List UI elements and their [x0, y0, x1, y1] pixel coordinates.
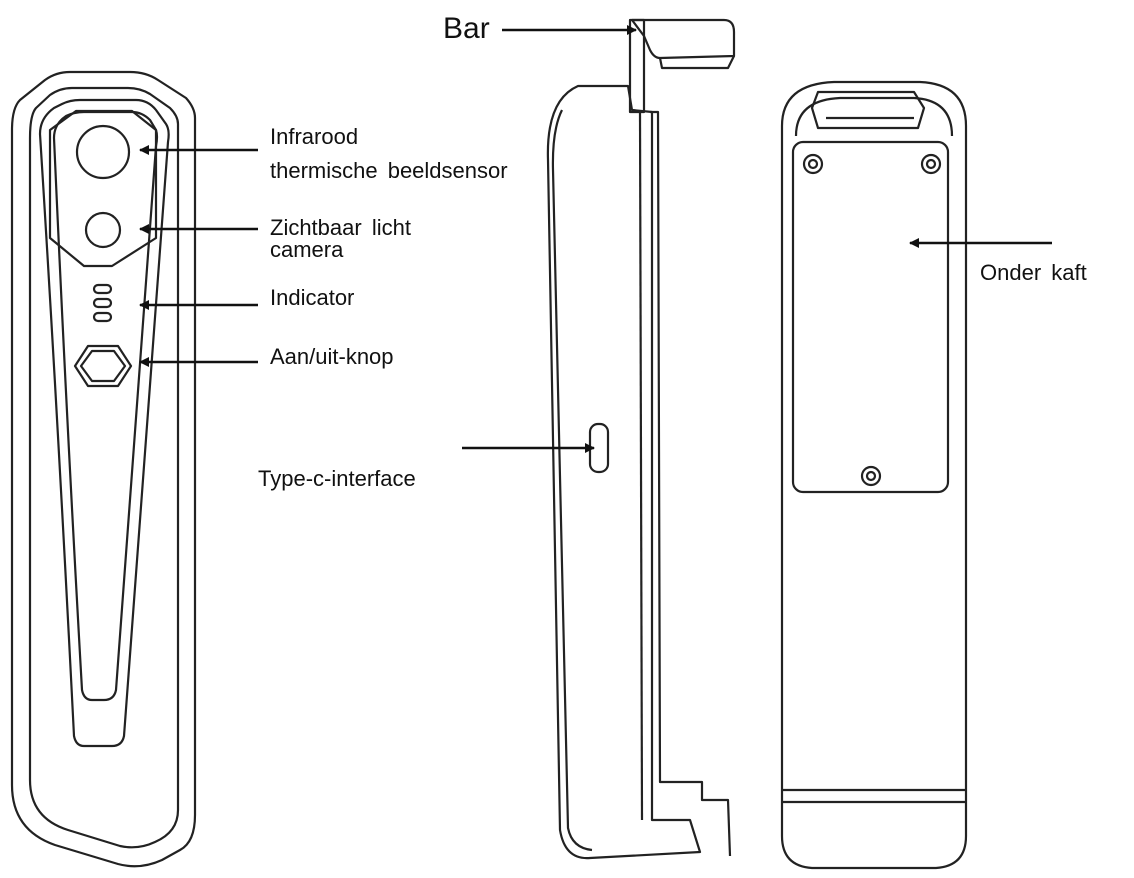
- front-face-outer: [38, 98, 170, 748]
- callout-arrows: [139, 25, 1052, 453]
- screw-bottom-inner: [865, 470, 877, 482]
- side-body-outline: [546, 84, 702, 860]
- indicator-led-2: [92, 297, 113, 309]
- side-body-back: [650, 110, 732, 857]
- power-button: [73, 344, 133, 388]
- screw-top-right: [920, 153, 942, 175]
- label-type-c: Type-c-interface: [258, 466, 416, 491]
- label-camera-line2: camera: [270, 237, 344, 262]
- infrared-sensor-lens: [75, 124, 131, 180]
- label-infrared-line1: Infrarood: [270, 124, 359, 149]
- side-view: [546, 18, 736, 860]
- sensor-panel: [48, 109, 158, 268]
- front-face-inner: [52, 110, 159, 702]
- front-inner-bezel: [28, 86, 180, 849]
- camera-lens: [84, 211, 122, 249]
- label-bottom-cover: Onder kaft: [980, 260, 1087, 285]
- label-bar: Bar: [443, 12, 490, 45]
- side-body-front-edge: [551, 109, 593, 852]
- side-inner-line: [638, 111, 644, 821]
- screw-top-left: [802, 153, 824, 175]
- back-clip-housing: [810, 90, 926, 130]
- bar-clip-top: [630, 18, 736, 60]
- screw-bottom: [860, 465, 882, 487]
- indicator-led-1: [92, 283, 113, 295]
- bottom-cover-plate: [791, 140, 950, 494]
- front-outer-body: [10, 70, 197, 868]
- label-infrared-line2: thermische beeldsensor: [270, 158, 508, 183]
- label-camera-line1: Zichtbaar licht: [270, 215, 411, 240]
- back-outer-body: [780, 80, 968, 870]
- power-button-inner: [79, 349, 127, 383]
- back-inner-edge: [794, 96, 954, 137]
- indicator-led-3: [92, 311, 113, 323]
- label-power-button: Aan/uit-knop: [270, 344, 394, 369]
- screw-top-right-inner: [925, 158, 937, 170]
- back-view: [780, 80, 968, 870]
- bar-clip-under: [658, 55, 735, 70]
- front-view: [10, 70, 197, 868]
- label-indicator: Indicator: [270, 285, 355, 310]
- screw-top-left-inner: [807, 158, 819, 170]
